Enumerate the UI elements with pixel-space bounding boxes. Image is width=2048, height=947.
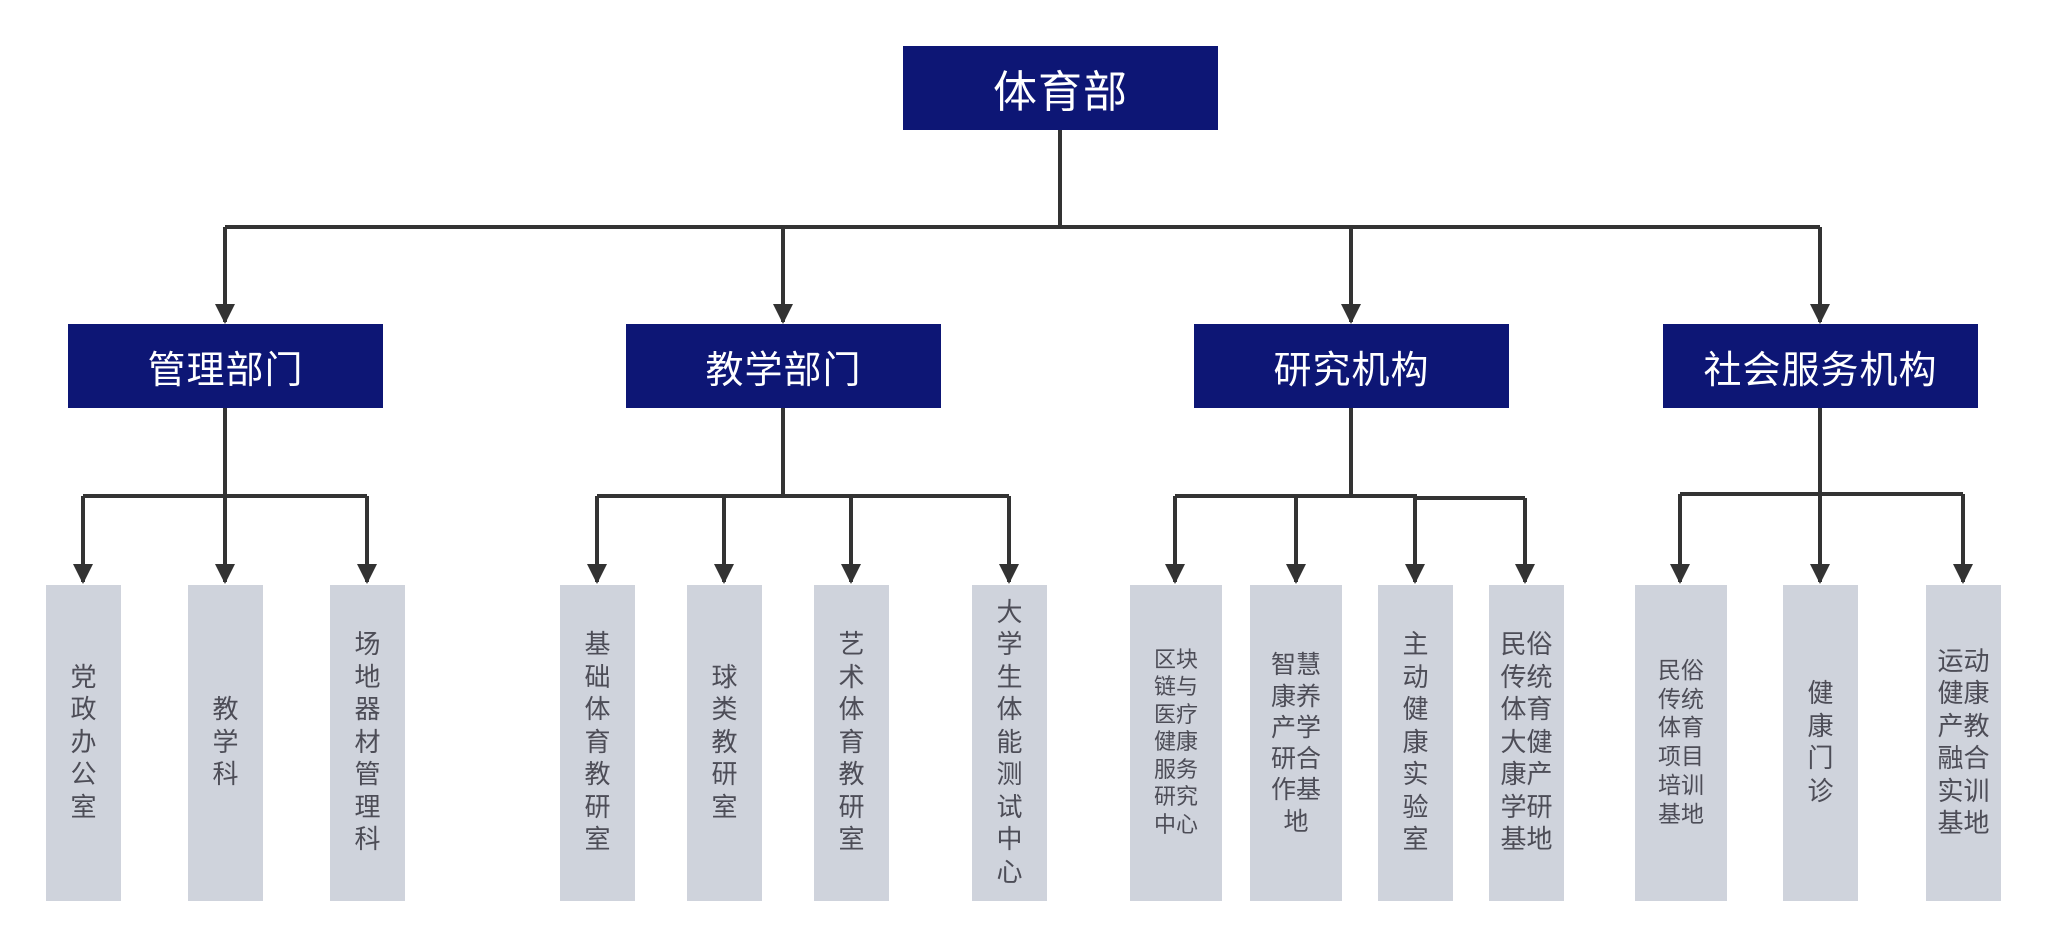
leaf-label: 健康门诊 (1807, 679, 1834, 807)
leaf-label: 教学科 (212, 695, 239, 791)
dept-node-management: 管理部门 (68, 324, 383, 408)
leaf-node: 运动健康产教融合实训基地 (1926, 585, 2001, 901)
dept-label: 研究机构 (1273, 347, 1430, 392)
leaf-node: 党政办公室 (46, 585, 121, 901)
leaf-node: 教学科 (188, 585, 263, 901)
leaf-label: 球类教研室 (711, 662, 738, 823)
leaf-node: 基础体育教研室 (560, 585, 635, 901)
dept-node-research: 研究机构 (1194, 324, 1509, 408)
dept-label: 社会服务机构 (1703, 347, 1938, 392)
leaf-node: 大学生体能测试中心 (972, 585, 1047, 901)
leaf-label: 艺术体育教研室 (838, 630, 865, 856)
leaf-node: 健康门诊 (1783, 585, 1858, 901)
dept-label: 管理部门 (147, 347, 304, 392)
leaf-node: 场地器材管理科 (330, 585, 405, 901)
leaf-node: 球类教研室 (687, 585, 762, 901)
leaf-node: 主动健康实验室 (1378, 585, 1453, 901)
root-label: 体育部 (993, 67, 1128, 118)
leaf-label: 运动健康产教融合实训基地 (1937, 646, 1990, 840)
dept-node-teaching: 教学部门 (626, 324, 941, 408)
leaf-node: 智慧康养产学研合作基地 (1250, 585, 1342, 901)
leaf-label: 主动健康实验室 (1402, 630, 1429, 856)
leaf-node: 艺术体育教研室 (814, 585, 889, 901)
leaf-label: 大学生体能测试中心 (996, 597, 1023, 888)
leaf-label: 区块链与医疗健康服务研究中心 (1153, 647, 1198, 838)
leaf-node: 民俗传统体育项目培训基地 (1635, 585, 1727, 901)
connector-dept-2-bus (1175, 494, 1525, 500)
leaf-label: 民俗传统体育项目培训基地 (1658, 657, 1704, 828)
dept-label: 教学部门 (705, 347, 862, 392)
leaf-node: 民俗传统体育大健康产学研基地 (1489, 585, 1564, 901)
root-node: 体育部 (903, 46, 1218, 130)
leaf-label: 智慧康养产学研合作基地 (1270, 650, 1321, 836)
leaf-label: 党政办公室 (70, 662, 97, 823)
leaf-label: 场地器材管理科 (354, 630, 381, 856)
leaf-label: 基础体育教研室 (584, 630, 611, 856)
leaf-label: 民俗传统体育大健康产学研基地 (1500, 630, 1553, 856)
leaf-node: 区块链与医疗健康服务研究中心 (1130, 585, 1222, 901)
dept-node-social-service: 社会服务机构 (1663, 324, 1978, 408)
